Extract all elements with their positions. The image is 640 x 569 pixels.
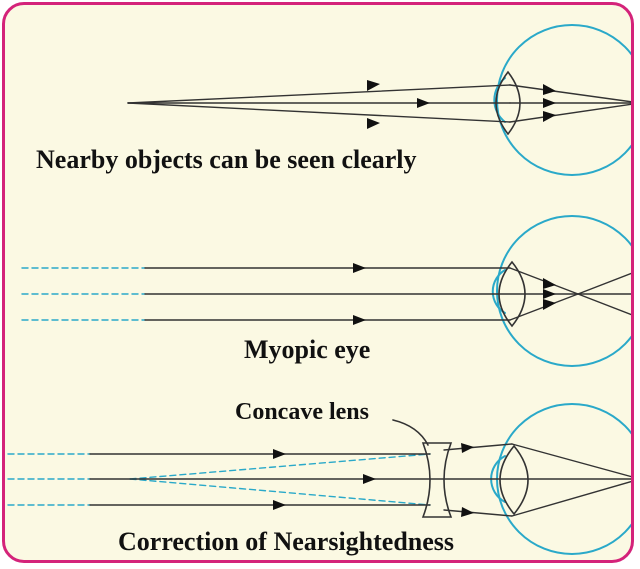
eye-lens — [499, 444, 529, 516]
diagram-normal-eye — [127, 24, 631, 176]
caption-nearby-objects: Nearby objects can be seen clearly — [36, 145, 417, 174]
eyeball-outline — [496, 215, 631, 367]
diagram-correction — [7, 403, 631, 555]
eye-lens — [495, 70, 521, 136]
dashed-incoming-rays — [21, 267, 146, 321]
diagram-frame — [2, 2, 634, 563]
label-concave-lens: Concave lens — [235, 399, 369, 425]
cornea-bulge — [491, 269, 506, 314]
ray-arrows — [273, 443, 474, 517]
light-rays — [144, 267, 631, 321]
caption-myopic-eye: Myopic eye — [244, 335, 371, 364]
eye-lens — [498, 260, 526, 328]
caption-correction: Correction of Nearsightedness — [118, 527, 455, 556]
dashed-incoming-rays — [7, 453, 431, 506]
ray-arrows — [353, 263, 556, 325]
eyeball-outline — [496, 24, 631, 176]
diagram-myopic-eye — [21, 215, 631, 367]
concave-lens-pointer — [392, 419, 429, 446]
light-rays — [127, 84, 631, 123]
concave-lens-shape — [421, 442, 453, 518]
ray-arrows — [367, 80, 556, 129]
